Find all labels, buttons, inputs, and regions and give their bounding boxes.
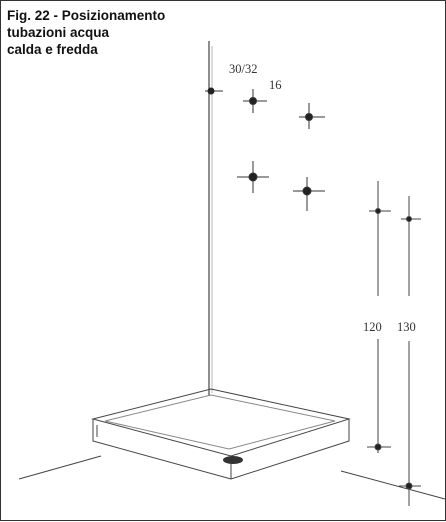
- label-left-height: 120: [363, 320, 382, 334]
- fitting-upper-right: [299, 103, 325, 129]
- pipe-marker-top: [205, 87, 223, 95]
- figure-caption: Fig. 22 - Posizionamento tubazioni acqua…: [7, 7, 217, 58]
- measure-line-120: [367, 181, 391, 453]
- measure-line-130: [399, 196, 421, 506]
- fitting-lower-left: [237, 161, 269, 193]
- floor-line-left: [18, 455, 102, 480]
- fitting-lower-right: [293, 177, 325, 211]
- floor-line-right: [340, 470, 446, 500]
- fitting-upper-left: [243, 89, 267, 113]
- caption-line-1: Fig. 22 - Posizionamento: [7, 8, 166, 23]
- label-right-height: 130: [397, 320, 416, 334]
- caption-line-2: tubazioni acqua: [7, 25, 110, 40]
- shower-tray: [91, 388, 351, 480]
- label-upper-spacing: 16: [269, 78, 282, 92]
- label-top-height: 30/32: [229, 62, 257, 76]
- caption-line-3: calda e fredda: [7, 42, 98, 57]
- drain-icon: [223, 456, 243, 464]
